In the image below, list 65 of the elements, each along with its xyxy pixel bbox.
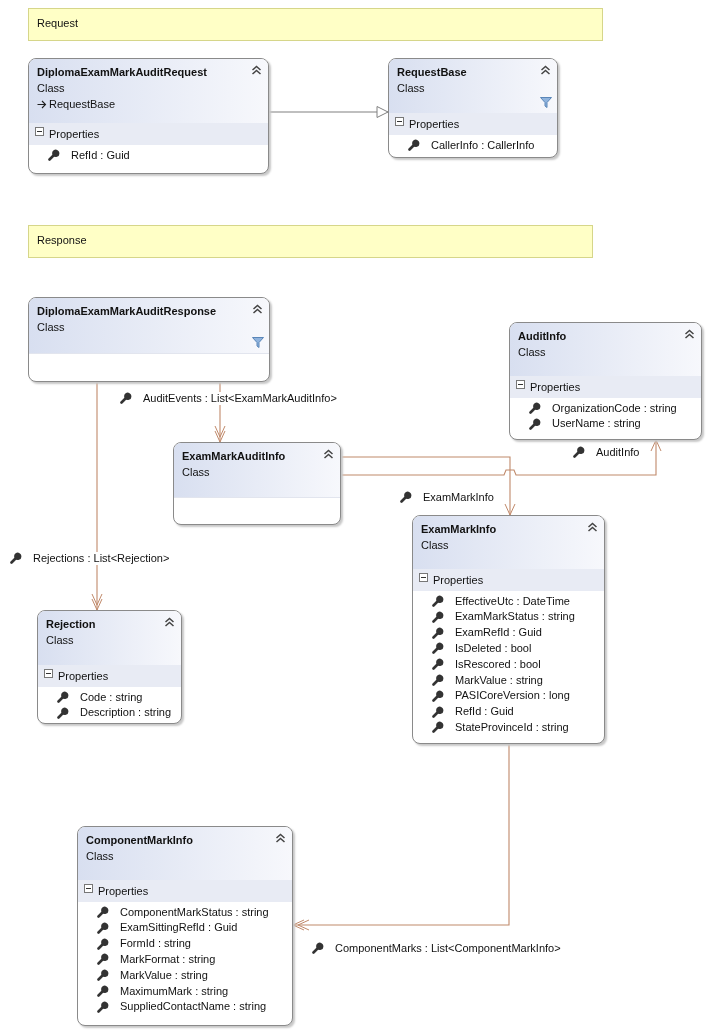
class-box — [28, 297, 270, 382]
class-box — [37, 610, 182, 724]
class-name: Rejection — [46, 618, 96, 631]
section-band — [28, 8, 603, 41]
property-text: MarkValue : string — [455, 673, 543, 687]
section-label: Properties — [98, 885, 149, 898]
class-kind: Class — [46, 634, 74, 647]
property-text: MarkValue : string — [120, 968, 208, 982]
class-kind: Class — [86, 850, 114, 863]
class-kind: Class — [421, 539, 449, 552]
band-label: Request — [37, 17, 78, 29]
property-text: OrganizationCode : string — [552, 401, 677, 415]
property-text: ExamSittingRefId : Guid — [120, 921, 238, 935]
property-text: RefId : Guid — [71, 148, 130, 162]
base-class-name: RequestBase — [49, 98, 116, 111]
association-arrow — [340, 456, 516, 516]
class-name: DiplomaExamMarkAuditRequest — [37, 66, 207, 79]
section-label: Properties — [409, 118, 460, 131]
class-name: AuditInfo — [518, 330, 567, 343]
class-box — [388, 58, 558, 158]
section-label: Properties — [49, 128, 100, 141]
class-box — [28, 58, 269, 174]
class-box — [509, 322, 702, 440]
section-label: Properties — [433, 574, 484, 587]
edge-label: ExamMarkInfo — [422, 491, 495, 504]
property-text: CallerInfo : CallerInfo — [431, 138, 535, 152]
class-kind: Class — [37, 321, 65, 334]
class-kind: Class — [397, 82, 425, 95]
class-box — [412, 515, 605, 744]
class-name: DiplomaExamMarkAuditResponse — [37, 305, 217, 318]
association-arrow — [340, 439, 662, 476]
class-kind: Class — [182, 466, 210, 479]
property-text: FormId : string — [120, 937, 191, 951]
class-name: ExamMarkAuditInfo — [182, 450, 286, 463]
property-text: RefId : Guid — [455, 705, 514, 719]
property-text: MaximumMark : string — [120, 984, 229, 998]
class-name: RequestBase — [397, 66, 467, 79]
class-box — [173, 442, 341, 525]
property-text: ExamMarkStatus : string — [455, 610, 575, 624]
section-label: Properties — [530, 381, 581, 394]
property-text: EffectiveUtc : DateTime — [455, 594, 570, 608]
property-text: MarkFormat : string — [120, 952, 216, 966]
edge-label: Rejections : List<Rejection> — [32, 552, 171, 565]
band-label: Response — [37, 234, 87, 246]
class-kind: Class — [37, 82, 65, 95]
edge-label: AuditInfo — [595, 446, 641, 459]
property-text: SuppliedContactName : string — [120, 1000, 267, 1014]
inheritance-arrow — [268, 106, 389, 118]
property-text: UserName : string — [552, 417, 641, 431]
property-text: Description : string — [80, 706, 172, 720]
property-text: ComponentMarkStatus : string — [120, 905, 269, 919]
edge-label: ComponentMarks : List<ComponentMarkInfo> — [334, 942, 562, 955]
class-name: ExamMarkInfo — [421, 523, 497, 536]
edge-label: AuditEvents : List<ExamMarkAuditInfo> — [142, 392, 338, 405]
class-box — [77, 826, 293, 1026]
section-label: Properties — [58, 670, 109, 683]
property-text: PASICoreVersion : long — [455, 689, 570, 703]
property-text: Code : string — [80, 690, 143, 704]
property-text: StateProvinceId : string — [455, 720, 569, 734]
class-kind: Class — [518, 346, 546, 359]
section-band — [28, 225, 593, 258]
property-text: IsDeleted : bool — [455, 641, 532, 655]
class-name: ComponentMarkInfo — [86, 834, 193, 847]
property-text: ExamRefId : Guid — [455, 626, 542, 640]
property-text: IsRescored : bool — [455, 657, 541, 671]
